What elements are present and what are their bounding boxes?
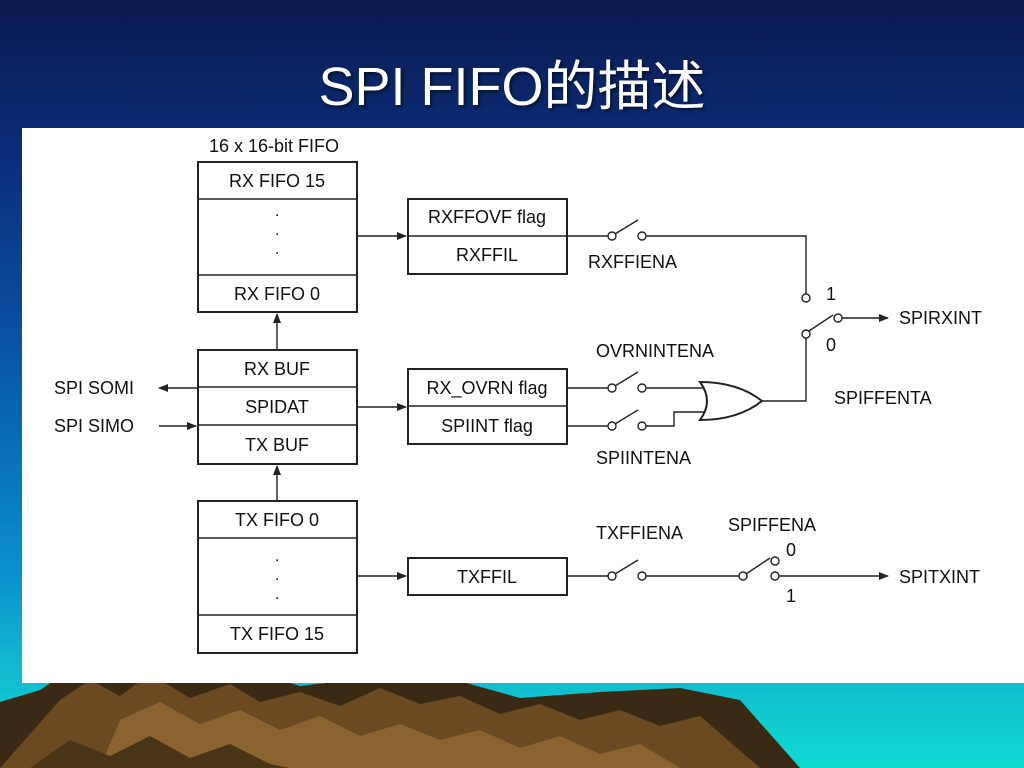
rxffil-label: RXFFIL: [456, 245, 518, 265]
tx-fifo-dot-1: .: [275, 548, 279, 565]
txffiena-label: TXFFIENA: [596, 523, 683, 543]
spiffena-switch: [745, 557, 771, 575]
rx-fifo-box: [197, 161, 358, 313]
or-gate-icon: [698, 380, 764, 422]
rx-fifo-dot-2: .: [275, 222, 279, 239]
tx-fifo-dot-2: .: [275, 567, 279, 584]
spi-fifo-block-diagram: 16 x 16-bit FIFO RX FIFO 15 . . . RX FIF…: [54, 136, 982, 654]
tx-buf-label: TX BUF: [245, 435, 309, 455]
spiffenta-switch: [808, 314, 834, 332]
spi-somi-label: SPI SOMI: [54, 378, 134, 398]
rx-fifo-dot-1: .: [275, 203, 279, 220]
slide-title: SPI FIFO的描述: [318, 57, 706, 117]
rxffiena-switch: [614, 219, 639, 235]
txffil-label: TXFFIL: [457, 567, 517, 587]
rx-buf-label: RX BUF: [244, 359, 310, 379]
spiint-flag-label: SPIINT flag: [441, 416, 533, 436]
spitxint-label: SPITXINT: [899, 567, 980, 587]
spi-simo-label: SPI SIMO: [54, 416, 134, 436]
spidat-label: SPIDAT: [245, 397, 309, 417]
spiintena-switch: [614, 409, 639, 425]
mux-tx-0-label: 0: [786, 540, 796, 560]
tx-fifo-dot-3: .: [275, 586, 279, 603]
diagram-panel: 16 x 16-bit FIFO RX FIFO 15 . . . RX FIF…: [22, 128, 1024, 683]
rxffiena-label: RXFFIENA: [588, 252, 677, 272]
tx-fifo-box: [197, 500, 358, 654]
spirxint-label: SPIRXINT: [899, 308, 982, 328]
tx-fifo-bottom-label: TX FIFO 15: [230, 624, 324, 644]
fifo-caption: 16 x 16-bit FIFO: [209, 136, 339, 156]
txffiena-switch: [614, 559, 639, 575]
rx-fifo-bottom-label: RX FIFO 0: [234, 284, 320, 304]
mux-rx-0-label: 0: [826, 335, 836, 355]
rx-fifo-top-label: RX FIFO 15: [229, 171, 325, 191]
rx-fifo-dot-3: .: [275, 241, 279, 258]
ovrnintena-switch: [614, 371, 639, 387]
rxffovf-flag-label: RXFFOVF flag: [428, 207, 546, 227]
rx-ovrn-flag-label: RX_OVRN flag: [426, 378, 547, 399]
mux-tx-1-label: 1: [786, 586, 796, 606]
ovrnintena-label: OVRNINTENA: [596, 341, 714, 361]
spiintena-label: SPIINTENA: [596, 448, 691, 468]
tx-fifo-top-label: TX FIFO 0: [235, 510, 319, 530]
spi-buffer-box: [197, 349, 358, 465]
mountain-background: [0, 662, 800, 768]
mux-rx-1-label: 1: [826, 284, 836, 304]
spiffenta-label: SPIFFENTA: [834, 388, 932, 408]
spiffena-label: SPIFFENA: [728, 515, 816, 535]
